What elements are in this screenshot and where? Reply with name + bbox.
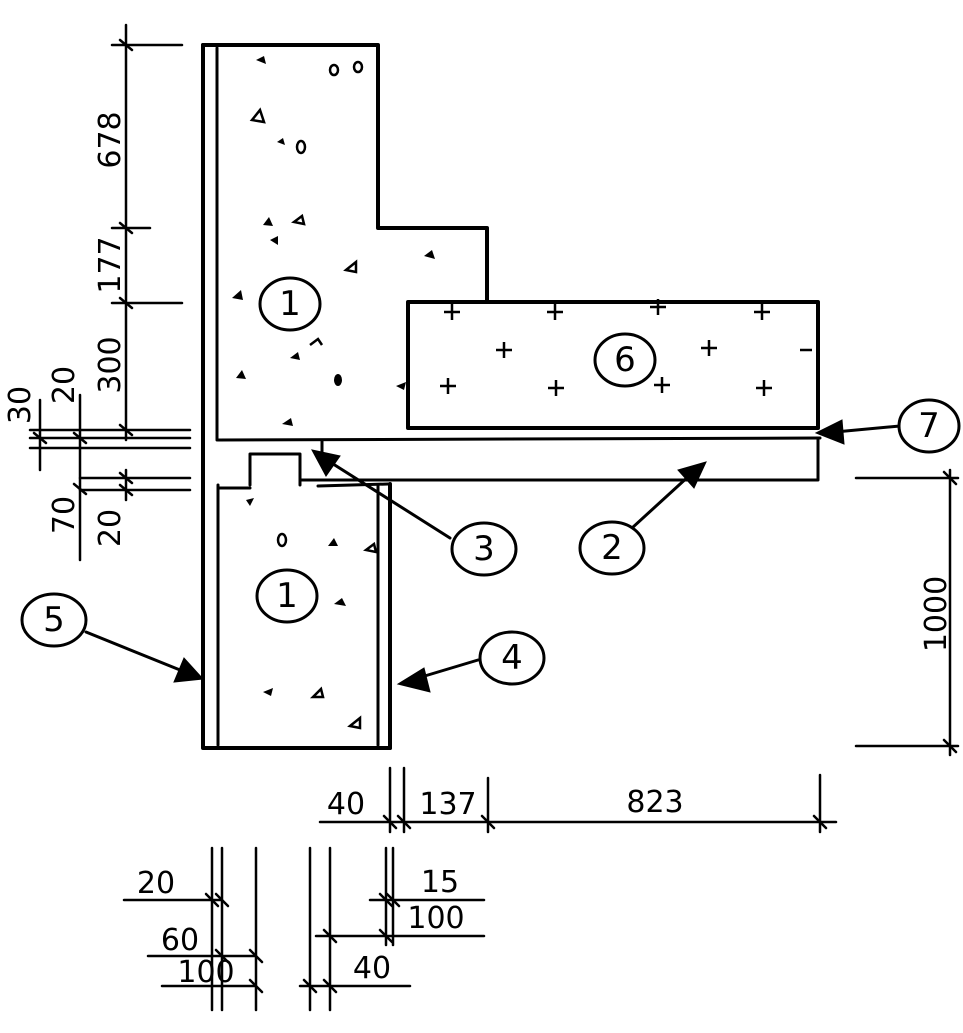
svg-text:5: 5 [43, 600, 65, 640]
svg-text:6: 6 [614, 340, 636, 380]
leader-arrows [84, 419, 902, 693]
upper-concrete-wall [201, 43, 489, 750]
lower-concrete-wall [376, 482, 392, 750]
dim-20-upper: 20 [47, 366, 82, 404]
svg-text:2: 2 [601, 528, 623, 568]
label-5: 5 [20, 592, 88, 648]
dim-300: 300 [93, 336, 128, 393]
slab-plus-texture [440, 299, 812, 396]
right-dimension-1000 [854, 468, 960, 757]
dim-177: 177 [93, 236, 128, 293]
svg-text:1: 1 [276, 576, 298, 616]
dim-137: 137 [419, 787, 476, 822]
layer-dimension-stack [122, 846, 486, 1012]
label-6: 6 [593, 332, 657, 388]
svg-text:3: 3 [473, 529, 495, 569]
svg-text:4: 4 [501, 638, 523, 678]
label-2: 2 [578, 520, 646, 576]
dim-1000: 1000 [919, 576, 954, 652]
bearing-layer-7 [216, 436, 822, 442]
slab-element-2 [298, 438, 820, 482]
dim-678: 678 [93, 111, 128, 168]
dim-823: 823 [626, 785, 683, 820]
concrete-aggregate-texture [232, 56, 435, 730]
dim-100-left: 100 [177, 955, 234, 990]
dim-20-lower: 20 [93, 509, 128, 547]
bottom-dimension-chain [318, 766, 838, 834]
dim-60: 60 [161, 923, 199, 958]
label-1-lower: 1 [255, 568, 319, 624]
dim-40-top: 40 [327, 787, 365, 822]
label-7: 7 [897, 398, 961, 454]
dim-100-right: 100 [407, 901, 464, 936]
dim-30: 30 [3, 386, 38, 424]
dim-40-bottom: 40 [353, 951, 391, 986]
svg-text:1: 1 [279, 284, 301, 324]
dim-20-stack: 20 [137, 866, 175, 901]
label-4: 4 [478, 630, 546, 686]
svg-text:7: 7 [918, 406, 940, 446]
dim-70: 70 [47, 496, 82, 534]
dim-15: 15 [421, 865, 459, 900]
label-3: 3 [450, 521, 518, 577]
slab-element-6 [406, 300, 820, 430]
label-1-upper: 1 [258, 276, 322, 332]
left-dimension-chain [28, 23, 192, 562]
